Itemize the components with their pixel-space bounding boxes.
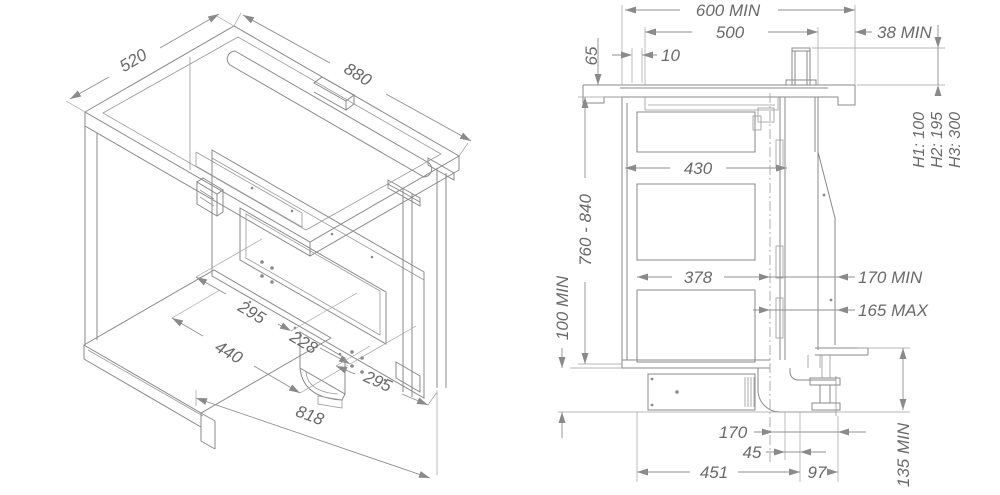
back-mounting-panel: [211, 149, 425, 399]
side-dimensions-top: 600 MIN 500 38 MIN 10 65: [582, 1, 933, 85]
downdraft-unit-body: [757, 97, 869, 360]
dim-170: 170: [719, 423, 748, 442]
dim-818: 818: [293, 402, 327, 430]
dim-10: 10: [661, 46, 680, 65]
dim-100-min: 100 MIN: [553, 275, 572, 340]
side-dimensions-middle: 430 378 170 MIN 165 MAX: [625, 159, 929, 320]
dim-h2: H2: 195: [929, 112, 946, 168]
dim-38-min: 38 MIN: [877, 23, 933, 42]
inlet-raised-bar: [313, 76, 355, 111]
dim-600-min: 600 MIN: [696, 1, 761, 20]
dim-295-right: 295: [360, 367, 395, 397]
dim-500: 500: [716, 23, 745, 42]
dim-440: 440: [212, 337, 247, 368]
side-dimensions-left: 760 - 840 100 MIN: [553, 97, 595, 438]
hob-body: [195, 151, 303, 228]
downdraft-inlet-slot: [226, 50, 433, 178]
drawer-middle: [636, 183, 756, 261]
dim-880: 880: [341, 59, 376, 90]
cabinet-carcass: [83, 126, 332, 450]
dim-451: 451: [700, 463, 728, 482]
dim-h1: H1: 100: [911, 112, 928, 168]
side-section-view: 600 MIN 500 38 MIN 10 65 760 - 840: [553, 1, 964, 487]
dim-65: 65: [582, 46, 601, 65]
iso-duct-elbow: [299, 331, 346, 409]
right-support-columns: [387, 157, 455, 397]
adjustable-foot: [809, 355, 841, 411]
side-cabinet: [621, 97, 770, 369]
side-extension-lines: [570, 5, 945, 482]
blower-box: [647, 373, 756, 411]
isometric-view: 520 880 295 228 440 295: [65, 10, 473, 482]
raised-downdraft-chimney: [785, 47, 817, 86]
dim-135-min: 135 MIN: [894, 422, 913, 487]
dim-45: 45: [743, 443, 762, 462]
dim-170-min: 170 MIN: [858, 268, 923, 287]
side-dimensions-bottom: 170 45 451 97: [637, 423, 866, 482]
dim-520: 520: [116, 45, 151, 76]
dim-165-max: 165 MAX: [858, 301, 929, 320]
dim-295-left: 295: [234, 296, 269, 328]
dim-378: 378: [684, 268, 713, 287]
drawer-bottom: [636, 289, 756, 363]
drawer-top: [636, 111, 756, 153]
side-worktop: [582, 84, 856, 111]
side-dimensions-height-options: H1: 100 H2: 195 H3: 300 135 MIN: [894, 25, 964, 487]
dim-430: 430: [684, 159, 713, 178]
dim-h3: H3: 300: [947, 112, 964, 168]
dim-97: 97: [808, 463, 827, 482]
dim-760-840: 760 - 840: [576, 194, 595, 266]
